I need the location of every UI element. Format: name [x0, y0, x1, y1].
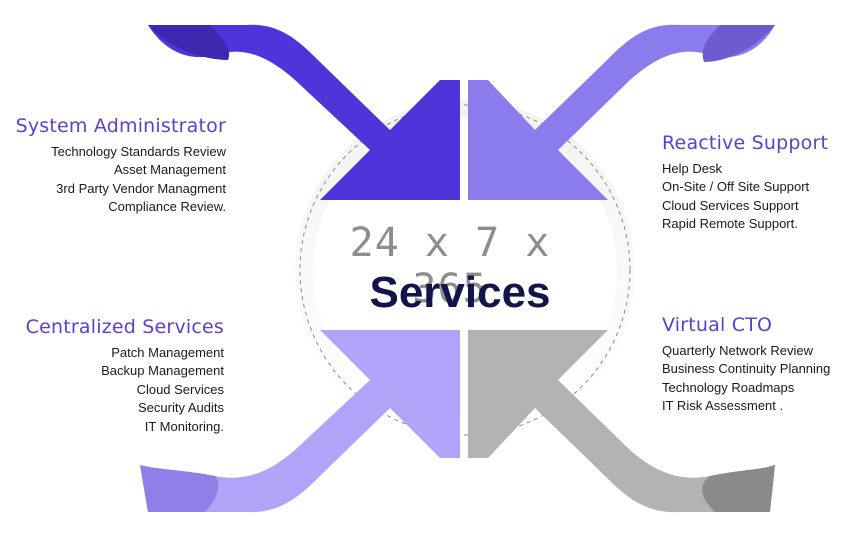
panel-title: Virtual CTO	[662, 314, 773, 336]
dashed-ring	[299, 104, 631, 436]
panel-title: Centralized Services	[25, 316, 224, 338]
arrow-top-left	[148, 24, 460, 200]
center-services-text: Services	[369, 268, 551, 317]
panel-system-administrator: System Administrator Technology Standard…	[0, 115, 226, 217]
list-item: Patch Management	[111, 345, 224, 360]
arrow-bottom-right	[468, 330, 775, 513]
arrow-bottom-left	[140, 330, 460, 513]
arrow-top-right	[468, 24, 775, 200]
center-availability-text: 24 x 7 x 365	[349, 220, 551, 312]
panel-reactive-support: Reactive Support Help Desk On-Site / Off…	[662, 132, 842, 234]
list-item: On-Site / Off Site Support	[662, 179, 810, 195]
list-item: Help Desk	[662, 161, 722, 176]
panel-title: Reactive Support	[662, 132, 829, 154]
list-item: Backup Management	[101, 363, 224, 379]
list-item: Security Audits	[138, 400, 224, 416]
list-item: Compliance Review.	[108, 199, 226, 215]
list-item: IT Risk Assessment .	[662, 398, 784, 414]
list-item: Cloud Services Support	[662, 197, 799, 213]
list-item: Cloud Services	[136, 381, 224, 397]
list-item: IT Monitoring.	[144, 418, 224, 434]
list-item: Technology Standards Review	[51, 144, 226, 159]
list-item: 3rd Party Vendor Managment	[56, 180, 226, 196]
list-item: Quarterly Network Review	[662, 343, 813, 358]
list-item: Asset Management	[113, 162, 226, 178]
list-item: Rapid Remote Support.	[662, 216, 798, 232]
panel-title: System Administrator	[15, 115, 226, 137]
list-item: Business Continuity Planning	[662, 361, 831, 377]
list-item: Technology Roadmaps	[662, 379, 795, 395]
panel-centralized-services: Centralized Services Patch Management Ba…	[0, 316, 224, 436]
panel-virtual-cto: Virtual CTO Quarterly Network Review Bus…	[662, 314, 842, 416]
